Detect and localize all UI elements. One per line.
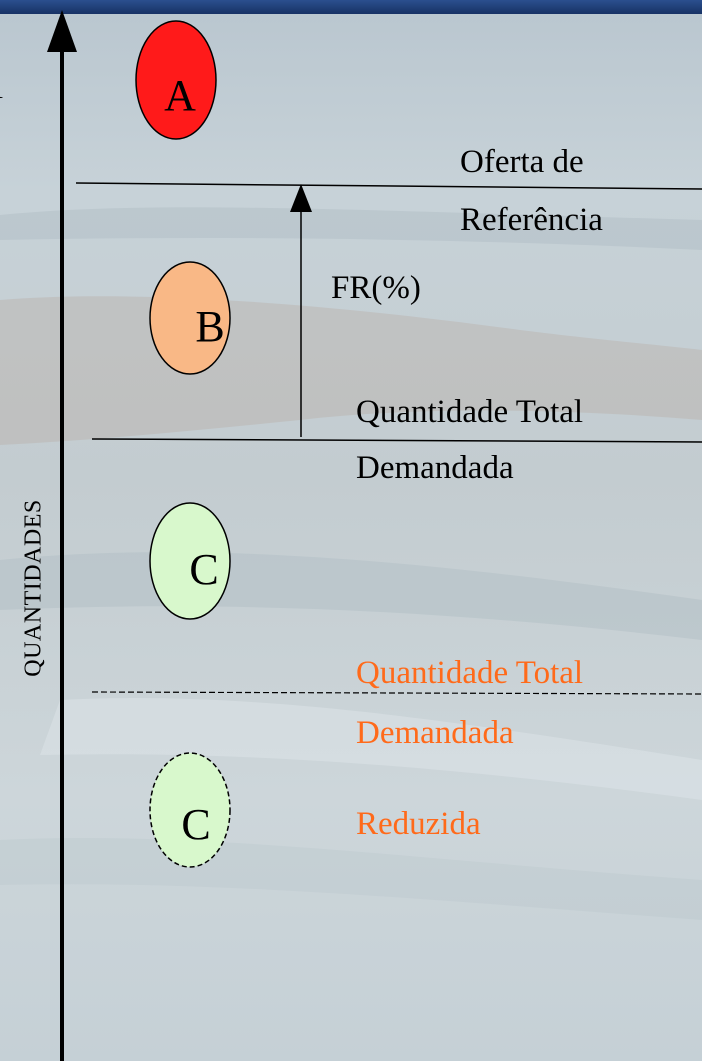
reference-offer-label-1: Oferta de	[460, 144, 584, 180]
circle-b-label: B	[195, 302, 225, 351]
edge-text-fragment: l	[0, 72, 3, 105]
circle-c	[149, 502, 231, 620]
axis-arrowhead	[47, 10, 77, 52]
circle-a	[135, 20, 217, 140]
reduced-demand-label-1: Quantidade Total	[356, 655, 584, 691]
top-bar	[0, 0, 702, 14]
circle-b	[149, 261, 231, 375]
circle-a-label: A	[164, 71, 196, 120]
fr-arrowhead	[290, 184, 312, 212]
circle-c-reduced	[149, 752, 231, 868]
circle-c-label: C	[189, 545, 219, 594]
axis-label: QUANTIDADES	[20, 499, 47, 677]
total-demand-label-1: Quantidade Total	[356, 394, 584, 430]
total-demand-line	[91, 438, 702, 443]
fr-label: FR(%)	[331, 270, 421, 306]
reduced-demand-label-3: Reduzida	[356, 806, 481, 842]
reduced-demand-line	[91, 691, 702, 695]
reduced-demand-label-2: Demandada	[356, 715, 514, 751]
reference-offer-label-2: Referência	[460, 202, 603, 238]
total-demand-label-2: Demandada	[356, 450, 514, 486]
circle-c-reduced-label: C	[181, 800, 211, 849]
reference-offer-line	[75, 182, 702, 190]
